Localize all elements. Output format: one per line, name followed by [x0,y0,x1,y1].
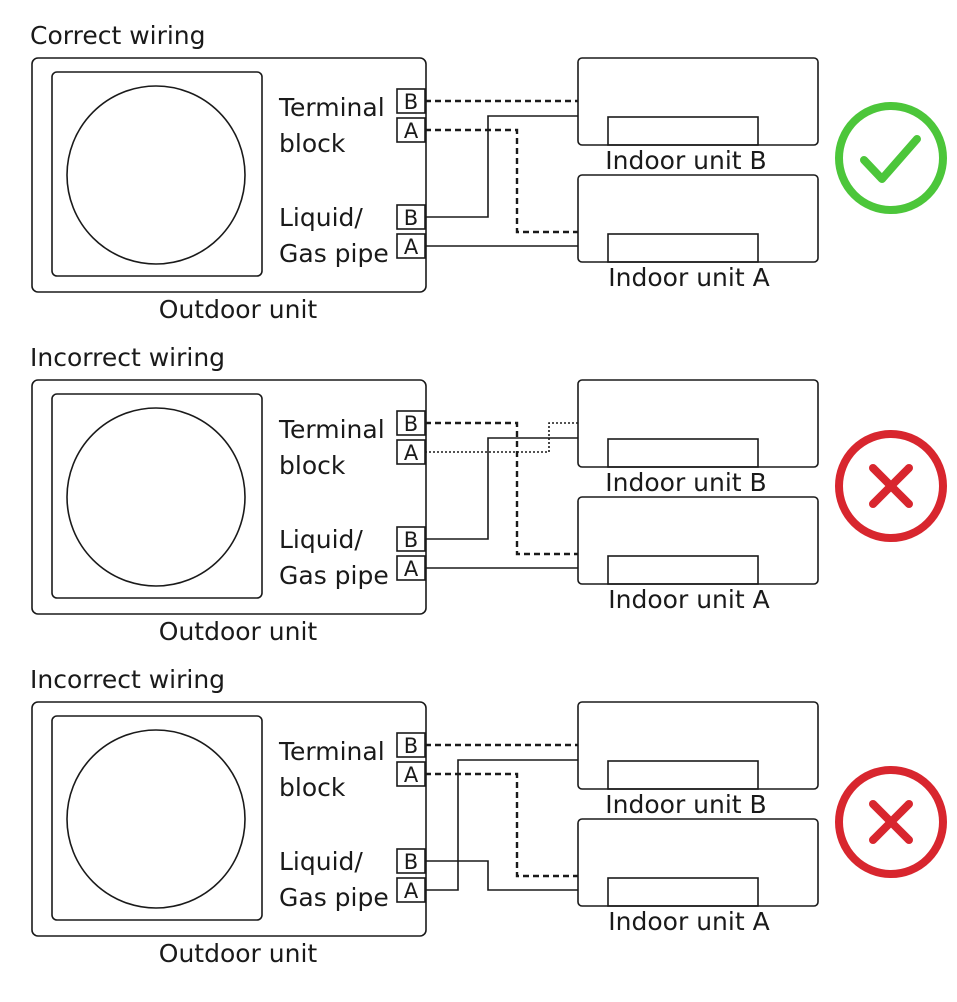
pipe-label: Liquid/ [279,847,363,876]
indoor-unit-a-outlet [607,233,759,263]
outdoor-unit-casing [31,379,427,615]
indoor-unit-b [577,57,819,146]
checkmark-icon [835,102,947,214]
indoor-unit-b [577,701,819,790]
port-letter: A [404,119,419,143]
wire-terminal-a-to-indoor-a [425,772,578,878]
indoor-unit-b-label: Indoor unit B [605,146,766,175]
port-letter: A [404,879,419,903]
port-letter: A [404,235,419,259]
outdoor-unit-label: Outdoor unit [159,295,318,322]
indoor-unit-a-label: Indoor unit A [608,907,769,936]
wire-terminal-a-to-indoor-b [425,422,578,453]
indoor-unit-b-outlet [607,760,759,790]
fan-grille [51,393,263,599]
wiring-diagram: Incorrect wiring Terminal block Liquid/ … [30,665,947,966]
panel-title: Correct wiring [30,21,206,50]
terminal-block-label-2: block [279,773,346,802]
wire-pipe-a-to-indoor-b [425,759,578,891]
port-letter: A [404,763,419,787]
wire-pipe-b-to-indoor-b [425,115,578,218]
pipe-label: Liquid/ [279,525,363,554]
indoor-unit-a-label: Indoor unit A [608,585,769,614]
indoor-unit-a [577,818,819,907]
indoor-unit-b-outlet [607,438,759,468]
outdoor-unit-casing [31,701,427,937]
outdoor-unit-label: Outdoor unit [159,617,318,644]
wiring-panel-correct: Correct wiring Terminal block Liquid/ Ga… [0,0,957,322]
port-letter: B [404,734,418,758]
fan-icon [66,407,246,587]
fan-grille [51,71,263,277]
wire-pipe-b-to-indoor-b [425,437,578,540]
indoor-unit-a [577,174,819,263]
wiring-diagram: Incorrect wiring Terminal block Liquid/ … [30,343,947,644]
indoor-unit-b-outlet [607,116,759,146]
pipe-label-2: Gas pipe [279,883,389,912]
port-letter: A [404,557,419,581]
wire-terminal-b-to-indoor-a [425,421,578,556]
terminal-block-label-2: block [279,129,346,158]
port-letter: B [404,412,418,436]
indoor-unit-b [577,379,819,468]
indoor-unit-a-label: Indoor unit A [608,263,769,292]
pipe-label-2: Gas pipe [279,561,389,590]
terminal-block-label: Terminal [278,93,385,122]
pipe-label-2: Gas pipe [279,239,389,268]
cross-icon [835,766,947,878]
wiring-panel-incorrect-2: Incorrect wiring Terminal block Liquid/ … [0,644,957,966]
indoor-unit-a-outlet [607,555,759,585]
wire-pipe-b-to-indoor-a [425,860,578,891]
indoor-unit-a-outlet [607,877,759,907]
indoor-unit-a [577,496,819,585]
wire-terminal-a-to-indoor-a [425,128,578,234]
outdoor-unit-label: Outdoor unit [159,939,318,966]
fan-grille [51,715,263,921]
terminal-block-label: Terminal [278,737,385,766]
port-letter: B [404,206,418,230]
port-letter: B [404,528,418,552]
wiring-diagram: Correct wiring Terminal block Liquid/ Ga… [30,21,947,322]
panel-title: Incorrect wiring [30,665,225,694]
indoor-unit-b-label: Indoor unit B [605,790,766,819]
fan-icon [66,729,246,909]
outdoor-unit-casing [31,57,427,293]
terminal-block-label: Terminal [278,415,385,444]
pipe-label: Liquid/ [279,203,363,232]
panel-title: Incorrect wiring [30,343,225,372]
wiring-panel-incorrect-1: Incorrect wiring Terminal block Liquid/ … [0,322,957,644]
cross-icon [835,430,947,542]
port-letter: B [404,850,418,874]
port-letter: B [404,90,418,114]
terminal-block-label-2: block [279,451,346,480]
port-letter: A [404,441,419,465]
fan-icon [66,85,246,265]
indoor-unit-b-label: Indoor unit B [605,468,766,497]
